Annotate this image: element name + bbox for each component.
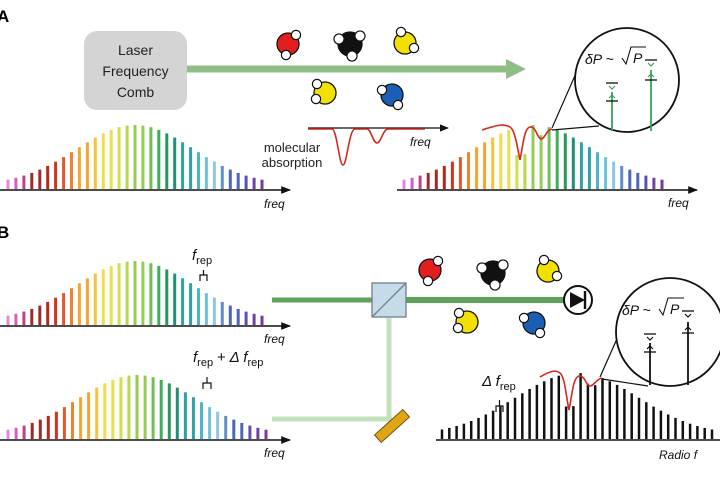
equation-a-lhs: δP ~ [585, 51, 614, 67]
noise-markers-a [606, 59, 657, 131]
freq-label-b-bottom: freq [264, 446, 285, 460]
laser-frequency-comb-box [84, 31, 187, 110]
sqrt-sign-a [621, 46, 646, 66]
noise-markers-b [644, 310, 694, 385]
molecules-panel-b [418, 254, 563, 339]
absorption-envelope-b [539, 370, 603, 411]
laser-label-line2: Frequency [102, 63, 168, 79]
equation-a-rhs: P [633, 50, 643, 66]
zoom-line-b-lower [601, 378, 649, 387]
water-molecule-icon [536, 254, 563, 283]
absorption-envelope-a [481, 124, 553, 161]
absorption-freq-label: freq [410, 135, 431, 149]
absorption-label-line1: molecular [264, 140, 321, 155]
freq-label-a-output: freq [668, 196, 689, 210]
molecules-panel-a [276, 26, 420, 111]
water-molecule-icon [376, 83, 404, 111]
freq-label-a-input: freq [264, 197, 285, 211]
panel-label-b: B [0, 223, 9, 242]
frep-plus-delta-label: frep + Δ frep [193, 349, 263, 369]
beam-splitter-icon [371, 282, 407, 318]
absorption-curve [308, 128, 425, 166]
frep-label: frep [192, 247, 212, 267]
absorption-inset: freq molecular absorption [262, 124, 449, 170]
water-molecule-icon [333, 30, 366, 62]
sqrt-sign-b [658, 297, 684, 317]
frep-bracket [199, 274, 208, 281]
laser-beam-a-arrowhead [506, 59, 526, 79]
water-molecule-icon [418, 255, 444, 287]
comb-spectrum-b-bottom [6, 375, 268, 439]
comb-spectrum-b-radio [440, 373, 714, 439]
zoom-line-a-lower [551, 125, 600, 131]
water-molecule-icon [476, 259, 509, 291]
comb-spectrum-b-top [6, 261, 264, 325]
laser-label-line3: Comb [117, 84, 155, 100]
equation-b-lhs: δP ~ [622, 302, 651, 318]
equation-b-rhs: P [670, 301, 680, 317]
water-molecule-icon [276, 29, 302, 61]
photodetector-icon [563, 285, 593, 315]
zoom-circle-b [615, 277, 720, 387]
delta-frep-label: Δ frep [481, 373, 516, 393]
frep-plus-delta-bracket [202, 382, 212, 389]
water-molecule-icon [310, 78, 337, 105]
water-molecule-icon [393, 26, 420, 55]
laser-label-line1: Laser [118, 42, 153, 58]
mirror-icon [373, 408, 411, 444]
zoom-circle-a [574, 27, 680, 133]
water-molecule-icon [452, 307, 479, 334]
water-molecule-icon [518, 311, 546, 339]
comb-spectrum-a-input [6, 125, 264, 189]
absorption-label-line2: absorption [262, 155, 323, 170]
comb-spectrum-a-output [402, 125, 664, 189]
radio-freq-label: Radio f [659, 448, 699, 462]
freq-label-b-top: freq [264, 332, 285, 346]
panel-label-a: A [0, 7, 9, 26]
